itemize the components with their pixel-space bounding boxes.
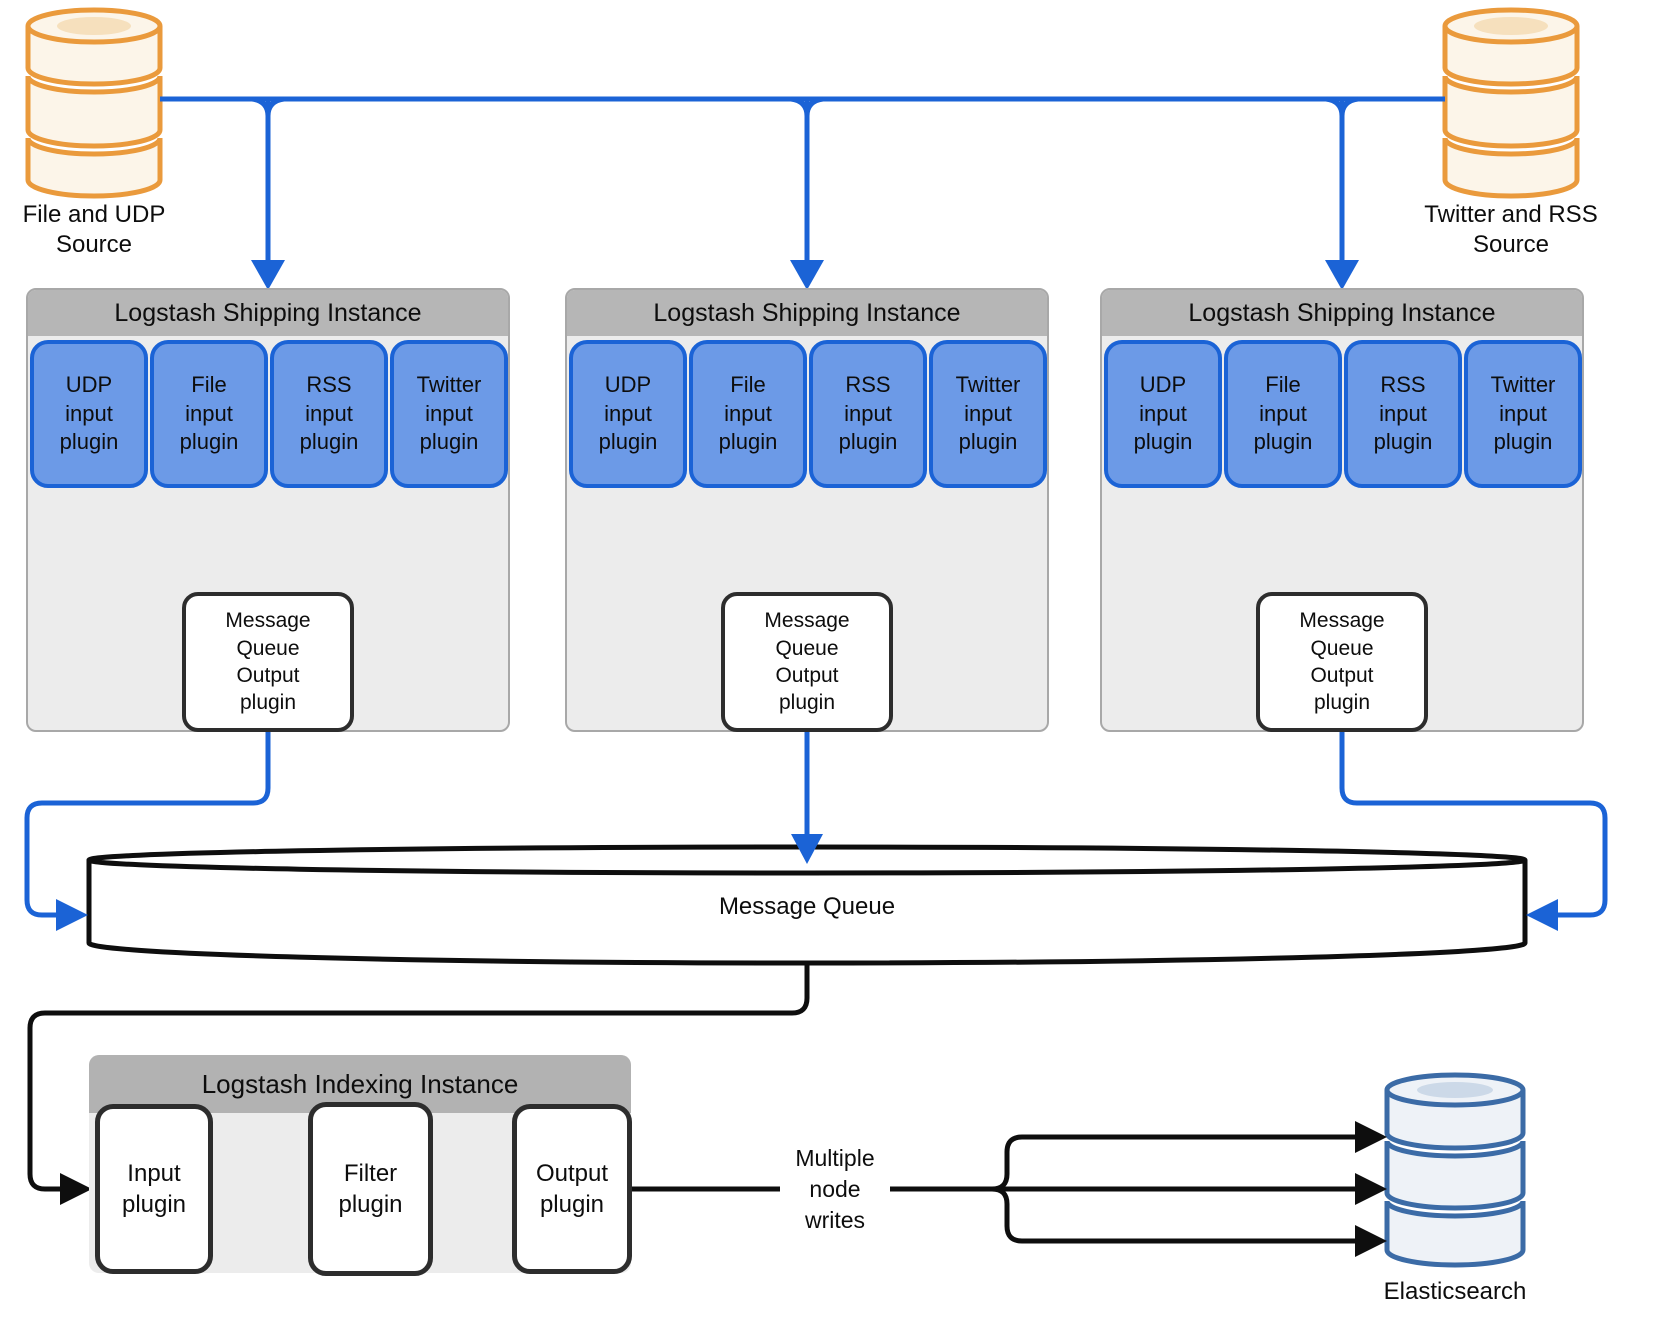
twitter-input-plugin-box: Twitter input plugin (1464, 340, 1582, 488)
shipping-instance-3-title: Logstash Shipping Instance (1102, 290, 1582, 336)
branch-2-line (790, 96, 824, 262)
es-write-arrowhead-middle (1355, 1173, 1387, 1205)
udp-input-plugin-box: UDP input plugin (30, 340, 148, 488)
multiple-node-writes-label: Multiple node writes (795, 1145, 875, 1233)
udp-input-plugin-box: UDP input plugin (569, 340, 687, 488)
queue-right-arrowhead (1526, 899, 1558, 931)
branch-3-line (1325, 96, 1359, 262)
blue-arrowheads (56, 260, 1558, 931)
rss-input-plugin-box: RSS input plugin (809, 340, 927, 488)
queue-to-indexing-line (27, 963, 810, 1192)
branch-1-line (251, 96, 285, 262)
udp-input-plugin-box: UDP input plugin (1104, 340, 1222, 488)
shipping-instance-1-title: Logstash Shipping Instance (28, 290, 508, 336)
es-write-arrowhead-top (1355, 1121, 1387, 1153)
mq-output-plugin-box: Message Queue Output plugin (721, 592, 893, 732)
file-input-plugin-box: File input plugin (150, 340, 268, 488)
queue-top-arrowhead (791, 834, 823, 864)
mq-output-plugin-box: Message Queue Output plugin (182, 592, 354, 732)
rss-input-plugin-box: RSS input plugin (270, 340, 388, 488)
shipping-instance-2: Logstash Shipping Instance UDP input plu… (565, 288, 1049, 732)
input-plugin-box: Input plugin (95, 1104, 213, 1274)
file-input-plugin-box: File input plugin (1224, 340, 1342, 488)
indexing-input-arrowhead (60, 1173, 92, 1205)
instance1-to-queue-line (24, 732, 271, 918)
mq-output-plugin-box: Message Queue Output plugin (1256, 592, 1428, 732)
file-udp-source-label: File and UDP Source (22, 201, 166, 258)
blue-flow-lines (24, 96, 1608, 918)
shipping-instance-2-title: Logstash Shipping Instance (567, 290, 1047, 336)
file-input-plugin-box: File input plugin (689, 340, 807, 488)
file-udp-source-db-icon (25, 7, 163, 199)
indexing-instance-title: Logstash Indexing Instance (89, 1055, 631, 1113)
queue-left-arrowhead (56, 899, 88, 931)
shipping-instance-3: Logstash Shipping Instance UDP input plu… (1100, 288, 1584, 732)
elasticsearch-label: Elasticsearch (1383, 1278, 1527, 1305)
message-queue-label: Message Queue (718, 893, 896, 920)
rss-input-plugin-box: RSS input plugin (1344, 340, 1462, 488)
shipping-instance-1: Logstash Shipping Instance UDP input plu… (26, 288, 510, 732)
instance3-to-queue-line (1339, 732, 1608, 918)
twitter-rss-source-db-icon (1442, 7, 1580, 199)
split-bottom-line (991, 1186, 1355, 1244)
filter-plugin-box: Filter plugin (308, 1102, 433, 1276)
twitter-rss-source-label: Twitter and RSS Source (1424, 201, 1598, 258)
es-write-arrowhead-bottom (1355, 1225, 1387, 1257)
split-top-line (991, 1134, 1355, 1192)
branch-3-arrowhead (1325, 260, 1359, 290)
output-plugin-box: Output plugin (512, 1104, 632, 1274)
twitter-input-plugin-box: Twitter input plugin (929, 340, 1047, 488)
elasticsearch-db-icon (1384, 1072, 1526, 1268)
twitter-input-plugin-box: Twitter input plugin (390, 340, 508, 488)
branch-2-arrowhead (790, 260, 824, 290)
branch-1-arrowhead (251, 260, 285, 290)
